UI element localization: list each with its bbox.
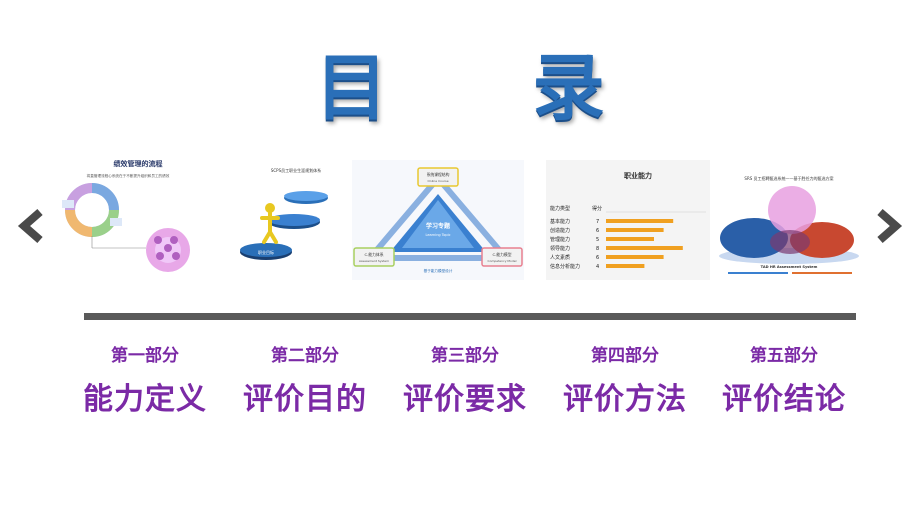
thumb4-row-score: 4 [596, 264, 599, 270]
section-3[interactable]: 第三部分 评价要求 [385, 344, 545, 420]
thumb3-left-en: Assessment System [359, 259, 389, 263]
thumb4-row-label: 基本能力 [550, 218, 570, 225]
section-number: 第三部分 [431, 346, 499, 366]
section-name: 评价方法 [563, 382, 687, 417]
thumb2-caption: SCPS员工职业生涯规划体系 [271, 167, 321, 173]
page-title: 目 录 [315, 46, 665, 130]
thumb4-row-score: 6 [596, 228, 599, 234]
thumb4-col1: 能力类型 [550, 205, 570, 212]
thumb4-row-label: 信息分析能力 [550, 263, 580, 270]
section-name: 评价结论 [722, 382, 846, 417]
section-4[interactable]: 第四部分 评价方法 [545, 344, 705, 420]
thumb2-label: 职业目标 [258, 249, 274, 255]
thumbnail-srs-recruitment[interactable]: SRS 员工招聘甄选系统——基于胜任力的甄选方案 TAD HR Assessme… [714, 160, 864, 280]
divider-bar [84, 313, 856, 320]
thumb4-row-score: 5 [596, 237, 599, 243]
thumb4-row-label: 领导能力 [550, 245, 570, 252]
chevron-left-icon[interactable] [14, 206, 48, 246]
section-number: 第一部分 [111, 346, 179, 366]
thumb4-col2: 得分 [592, 205, 602, 212]
section-2[interactable]: 第二部分 评价目的 [225, 344, 385, 420]
thumb3-bottom: 基于能力模型设计 [424, 268, 453, 273]
section-number: 第二部分 [271, 346, 339, 366]
section-1[interactable]: 第一部分 能力定义 [65, 344, 225, 420]
thumb4-row-bar [606, 219, 674, 223]
thumbnail-career-planning[interactable]: SCPS员工职业生涯规划体系 职业目标 [236, 160, 356, 280]
thumb4-row-bar [606, 255, 664, 259]
thumbnail-performance-flow[interactable]: 绩效管理的流程 将直管理流程心系统在于不断提升组织和员工的绩效 [50, 160, 225, 280]
thumb1-subcaption: 将直管理流程心系统在于不断提升组织和员工的绩效 [87, 173, 170, 178]
thumb4-row-score: 7 [596, 219, 599, 225]
thumb3-top-en: Online Course [427, 179, 448, 183]
section-5[interactable]: 第五部分 评价结论 [704, 344, 864, 420]
thumb5-caption: SRS 员工招聘甄选系统——基于胜任力的甄选方案 [744, 175, 833, 181]
thumb4-row-score: 8 [596, 246, 599, 252]
thumb3-right: C.能力模型 [492, 252, 511, 257]
thumb4-caption: 职业能力 [624, 171, 652, 180]
thumb3-right-en: Competency Model [488, 259, 517, 263]
thumb4-row-label: 管理能力 [550, 236, 570, 243]
thumb4-row-bar [606, 228, 664, 232]
thumb4-row-label: 创造能力 [550, 227, 570, 234]
thumb3-center-en: Learning Topic [425, 233, 450, 237]
section-number: 第五部分 [750, 346, 818, 366]
thumb4-row-label: 人文素质 [550, 254, 570, 261]
section-name: 评价要求 [403, 382, 527, 417]
thumb4-row-bar [606, 237, 654, 241]
thumb3-top: 系统课程结构 [427, 172, 450, 177]
thumb4-row-score: 6 [596, 255, 599, 261]
section-name: 能力定义 [83, 382, 207, 417]
section-number: 第四部分 [591, 346, 659, 366]
thumbnail-learning-topic[interactable]: 学习专题 Learning Topic 系统课程结构 Online Course… [352, 160, 524, 280]
chevron-right-icon[interactable] [872, 206, 906, 246]
thumb3-center: 学习专题 [426, 222, 451, 230]
section-name: 评价目的 [243, 382, 367, 417]
thumb5-footer: TAD HR Assessment System [761, 265, 818, 269]
thumb4-row-bar [606, 264, 645, 268]
thumbnail-job-ability[interactable]: 职业能力 能力类型 得分 基本能力 7 创造能力 6 管理能力 5 领导能力 8 人文素质 6 信息… [546, 160, 710, 280]
thumb4-row-bar [606, 246, 683, 250]
thumb1-caption: 绩效管理的流程 [114, 160, 163, 168]
thumb3-left: C.能力体系 [364, 252, 383, 257]
